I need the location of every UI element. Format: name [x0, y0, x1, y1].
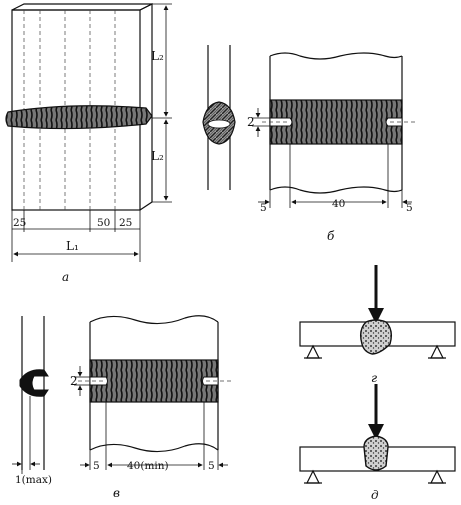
panel-d-bend-test: г	[299, 265, 456, 385]
dim-b-mid: 40	[332, 198, 345, 210]
support-left-d	[306, 344, 320, 359]
support-right-e	[430, 469, 444, 484]
panel-c-section: 1(max)	[12, 316, 52, 486]
weld-bead-c	[89, 359, 219, 403]
panel-a: L₂ L₂ 25 50 25 L₁ a	[5, 3, 172, 284]
dim-a-left: 25	[13, 217, 26, 229]
l2-top-label: L₂	[151, 49, 164, 63]
weld-d	[359, 319, 393, 355]
panel-b-plan: 2 5 40 5 б	[247, 52, 418, 243]
caption-e: д	[371, 488, 379, 502]
dim-c-right: 5	[208, 460, 215, 472]
panel-b-section	[202, 45, 236, 190]
caption-a: a	[62, 270, 69, 284]
dim-c-max: 1(max)	[15, 474, 52, 486]
caption-b: б	[327, 229, 335, 243]
dim-c-mid: 40(min)	[127, 460, 169, 472]
l1-label: L₁	[66, 239, 79, 253]
weld-section-c	[19, 369, 49, 397]
caption-c: в	[113, 486, 120, 500]
l2-bottom-label: L₂	[151, 149, 164, 163]
panel-c-plan: 2 5 40(min) 5 в	[70, 315, 232, 500]
support-right-d	[430, 344, 444, 359]
dim-b-2: 2	[247, 115, 255, 129]
support-left-e	[306, 469, 320, 484]
dim-a-mid: 50	[97, 217, 110, 229]
panel-e-bend-test: д	[299, 384, 456, 502]
dim-c-2: 2	[70, 374, 78, 388]
weld-e	[363, 435, 389, 471]
dim-a-right: 25	[119, 217, 132, 229]
dim-b-left: 5	[260, 202, 267, 214]
dim-c-left: 5	[93, 460, 100, 472]
dim-b-right: 5	[406, 202, 413, 214]
caption-d: г	[371, 371, 377, 385]
weld-bead-a	[5, 105, 153, 130]
